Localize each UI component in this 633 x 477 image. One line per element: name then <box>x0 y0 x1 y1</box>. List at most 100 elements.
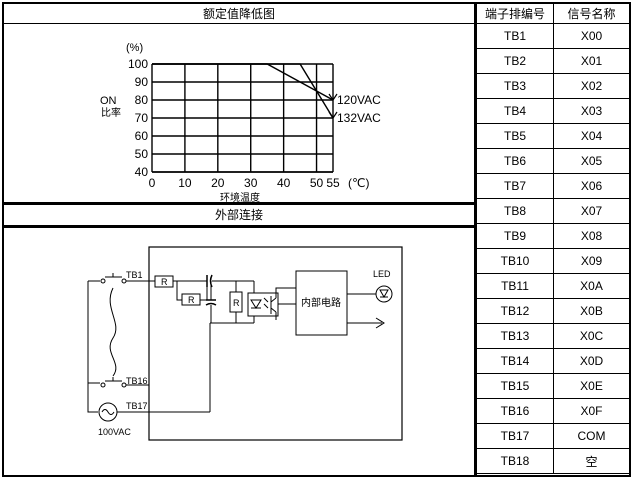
signal-cell: X0C <box>553 323 629 349</box>
signal-cell: X0D <box>553 348 629 374</box>
divider <box>4 225 474 228</box>
signal-cell: X06 <box>553 173 629 199</box>
omitted-inputs-wave <box>109 287 117 377</box>
signal-cell: X08 <box>553 223 629 249</box>
terminal-cell: TB13 <box>477 323 554 349</box>
y-tick-label: 40 <box>135 165 149 179</box>
tb17-label: TB17 <box>126 401 148 411</box>
chart-series <box>152 63 338 120</box>
curve-label: 120VAC <box>337 93 381 107</box>
terminal-cell: TB12 <box>477 298 554 324</box>
signal-cell: X03 <box>553 98 629 124</box>
series-arrow <box>328 111 338 120</box>
divider <box>4 23 474 24</box>
col-signal-header: 信号名称 <box>553 4 629 24</box>
supply-label: 100VAC <box>98 427 131 437</box>
signal-cell: X0F <box>553 398 629 424</box>
input-contact-tb16 <box>100 377 127 388</box>
y-label-ratio: 比率 <box>101 106 121 119</box>
terminal-cell: TB17 <box>477 423 554 449</box>
led-label: LED <box>373 269 391 279</box>
x-tick-label: 30 <box>244 176 258 190</box>
terminal-cell: TB3 <box>477 73 554 99</box>
svg-text:R: R <box>188 295 195 305</box>
y-label-on: ON <box>100 95 117 107</box>
svg-text:R: R <box>161 277 168 287</box>
terminal-cell: TB9 <box>477 223 554 249</box>
terminal-cell: TB14 <box>477 348 554 374</box>
tb16-label: TB16 <box>126 376 148 386</box>
signal-cell: X07 <box>553 198 629 224</box>
terminal-cell: TB1 <box>477 23 554 49</box>
signal-cell: X04 <box>553 123 629 149</box>
tb1-label: TB1 <box>126 270 143 280</box>
x-unit-label: (℃) <box>348 176 369 190</box>
x-axis-label: 环境温度 <box>220 191 260 202</box>
terminal-cell: TB8 <box>477 198 554 224</box>
y-tick-label: 70 <box>135 111 149 125</box>
module-box <box>148 246 403 441</box>
signal-cell: X09 <box>553 248 629 274</box>
filter-capacitor <box>205 281 217 323</box>
series-line-132vac <box>152 63 334 119</box>
y-tick-label: 50 <box>135 147 149 161</box>
signal-cell: X0B <box>553 298 629 324</box>
terminal-cell: TB7 <box>477 173 554 199</box>
divider <box>4 202 474 205</box>
y-tick-label: 90 <box>135 75 149 89</box>
signal-cell: X02 <box>553 73 629 99</box>
curve-label: 132VAC <box>337 111 381 125</box>
input-contact-tb1 <box>100 273 127 284</box>
signal-cell: 空 <box>553 448 629 474</box>
x-tick-label: 20 <box>211 176 225 190</box>
signal-cell: X01 <box>553 48 629 74</box>
internal-circuit-label: 内部电路 <box>301 296 341 309</box>
signal-cell: X00 <box>553 23 629 49</box>
led-icon <box>375 285 393 303</box>
terminal-cell: TB2 <box>477 48 554 74</box>
signal-cell: X05 <box>553 148 629 174</box>
connection-diagram: TB1 TB16 TB17 100VAC R <box>87 246 403 441</box>
x-tick-label: 0 <box>149 176 156 190</box>
connection-title: 外部连接 <box>214 208 263 222</box>
x-tick-label: 40 <box>277 176 291 190</box>
chart-grid <box>152 63 334 173</box>
svg-text:R: R <box>233 298 240 308</box>
chart-axes <box>151 64 333 173</box>
output-arrow-icon <box>375 317 385 329</box>
terminal-cell: TB4 <box>477 98 554 124</box>
terminal-cell: TB16 <box>477 398 554 424</box>
signal-cell: X0E <box>553 373 629 399</box>
parallel-resistor <box>181 293 201 306</box>
y-unit-label: (%) <box>126 42 143 54</box>
x-tick-label: 55 <box>326 176 340 190</box>
terminal-cell: TB6 <box>477 148 554 174</box>
terminal-cell: TB18 <box>477 448 554 474</box>
terminal-cell: TB10 <box>477 248 554 274</box>
signal-cell: X0A <box>553 273 629 299</box>
terminal-cell: TB11 <box>477 273 554 299</box>
y-tick-label: 100 <box>128 57 148 71</box>
